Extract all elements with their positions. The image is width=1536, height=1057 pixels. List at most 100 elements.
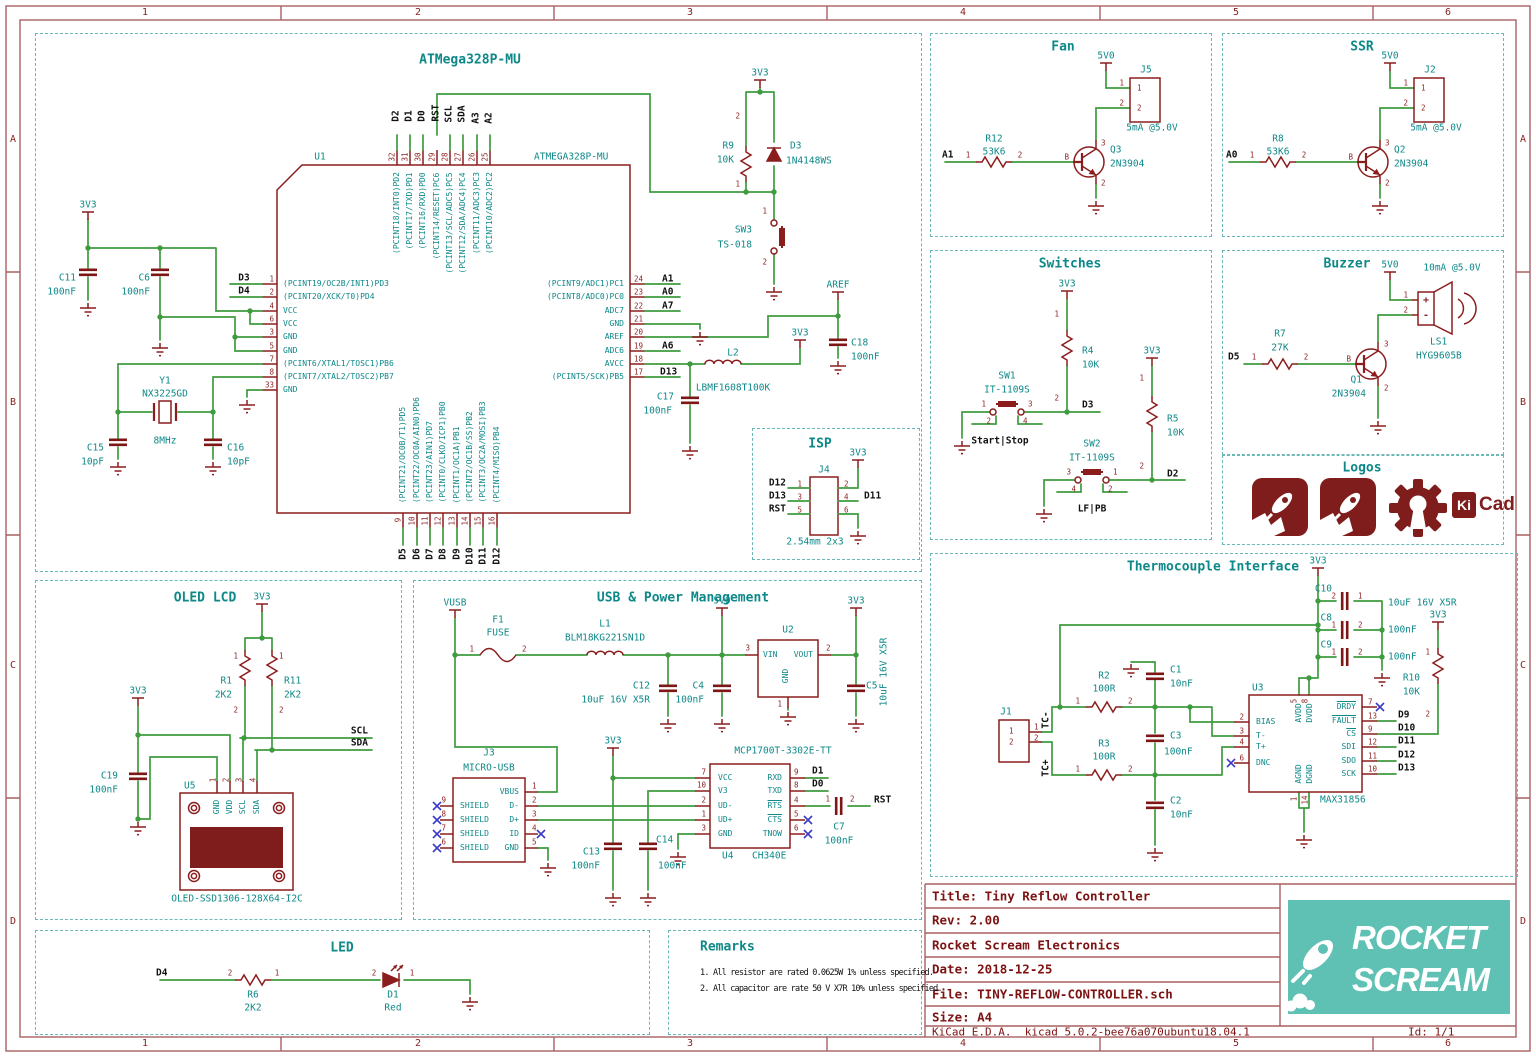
label-1: 1: [1421, 83, 1426, 93]
label-r5: R5: [1167, 413, 1179, 425]
label-1: 1: [141, 7, 149, 18]
label-1: 1: [1009, 726, 1014, 736]
label-2: 2: [1421, 103, 1426, 113]
label-c5: C5: [866, 680, 878, 692]
label-logos: Logos: [1342, 460, 1382, 476]
titleblock-sheet-id: Id: 1/1: [1408, 1025, 1455, 1039]
label-a0: A0: [1226, 149, 1238, 161]
label-gnd: GND: [781, 668, 790, 684]
label-7: 7: [1368, 697, 1373, 707]
label-25: 25: [480, 152, 490, 162]
label-atmega328p-mu: ATMega328P-MU: [419, 52, 521, 68]
label-c3: C3: [1170, 730, 1182, 742]
label-26: 26: [467, 152, 477, 162]
label-j2: J2: [1424, 64, 1436, 76]
label-5v0: 5V0: [1381, 50, 1399, 62]
label-4: 4: [1239, 737, 1244, 747]
label-3: 3: [797, 492, 802, 502]
label-100nf: 100nF: [89, 784, 118, 796]
label-remarks: Remarks: [700, 939, 755, 955]
label-ud+: UD+: [718, 815, 733, 824]
label-ch340e: CH340E: [752, 850, 787, 862]
label-100nf: 100nF: [675, 694, 704, 706]
label-100r: 100R: [1092, 751, 1116, 763]
label-usb-power-management: USB & Power Management: [596, 590, 770, 606]
label-13: 13: [447, 516, 457, 526]
label-1: 1: [1403, 290, 1408, 300]
label-d6: D6: [411, 548, 423, 560]
label--: -: [1422, 310, 1430, 321]
label-r3: R3: [1098, 738, 1110, 750]
label--pcint6-xtal1-tosc1-pb6: (PCINT6/XTAL1/TOSC1)PB6: [283, 359, 394, 368]
label-vdd: VDD: [225, 799, 234, 815]
label-2: 2: [1239, 712, 1244, 722]
label-thermocouple-interface: Thermocouple Interface: [1126, 559, 1300, 575]
label-5ma-5.0v: 5mA @5.0V: [1410, 122, 1462, 134]
label-1: 1: [1249, 150, 1255, 160]
label--pcint10-adc2-pc2: (PCINT10/ADC2)PC2: [485, 172, 494, 254]
label-3v3: 3V3: [79, 199, 97, 211]
label-gnd: GND: [718, 829, 733, 838]
label-2: 2: [1108, 484, 1113, 494]
label-5v0: 5V0: [1097, 50, 1115, 62]
label-d1: D1: [403, 110, 415, 122]
label-vout: VOUT: [793, 650, 813, 659]
label-r1: R1: [220, 675, 232, 687]
label-sda: SDA: [456, 105, 468, 123]
label-c2: C2: [1170, 795, 1182, 807]
label-22: 22: [634, 301, 644, 311]
label-1: 1: [532, 781, 537, 791]
label-5: 5: [797, 505, 802, 515]
label--pcint0-clko-icp1-pb0: (PCINT0/CLKO/ICP1)PB0: [438, 401, 447, 503]
label-14: 14: [460, 516, 470, 526]
label-d8: D8: [437, 548, 449, 560]
label-2k2: 2K2: [244, 1002, 262, 1014]
label-5: 5: [794, 809, 799, 819]
label-2: 2: [233, 705, 238, 715]
label-d13: D13: [660, 366, 678, 378]
label-2: 2: [850, 794, 855, 804]
label-a: A: [9, 134, 17, 145]
label-2: 2: [1403, 305, 1408, 315]
sheet-frame-lines: [5, 5, 1531, 1052]
label-1: 1: [735, 179, 740, 189]
label-2: 2: [1034, 733, 1039, 743]
label-r4: R4: [1082, 345, 1094, 357]
label-3v3: 3V3: [751, 67, 769, 79]
label-q3: Q3: [1110, 144, 1122, 156]
label-dvdd: DVDD: [1305, 703, 1314, 723]
label--pcint5-sck-pb5: (PCINT5/SCK)PB5: [551, 372, 624, 381]
label-6: 6: [794, 823, 799, 833]
label-nx3225gd: NX3225GD: [142, 388, 188, 400]
label-d12: D12: [491, 547, 503, 565]
label-5ma-5.0v: 5mA @5.0V: [1126, 122, 1178, 134]
label-aref: AREF: [604, 332, 624, 341]
label-r9: R9: [722, 140, 734, 152]
label-gnd: GND: [283, 332, 298, 341]
label-23: 23: [634, 287, 644, 297]
label-c15: C15: [86, 442, 104, 454]
label-l1: L1: [599, 618, 611, 630]
label-scl: SCL: [350, 725, 368, 737]
label-c: C: [9, 660, 17, 671]
label-3: 3: [1239, 726, 1244, 736]
label-sda: SDA: [350, 737, 368, 749]
label-1: 1: [1137, 83, 1142, 93]
label-ts-018: TS-018: [717, 239, 752, 251]
label-c11: C11: [58, 272, 76, 284]
label-5: 5: [1232, 7, 1240, 18]
label-d12: D12: [1398, 749, 1416, 761]
label-j4: J4: [818, 464, 830, 476]
label-2: 2: [1403, 98, 1408, 108]
label-10ma-5.0v: 10mA @5.0V: [1423, 262, 1481, 274]
label-7: 7: [269, 354, 274, 364]
label-3v3: 3V3: [1143, 345, 1161, 357]
label-53k6: 53K6: [982, 146, 1006, 158]
label-f1: F1: [492, 614, 504, 626]
label-2: 2: [1331, 591, 1336, 601]
label-d13: D13: [1398, 762, 1416, 774]
label-2: 2: [1139, 461, 1144, 471]
label-fuse: FUSE: [486, 627, 510, 639]
label-d4: D4: [156, 967, 168, 979]
label-5: 5: [1289, 698, 1299, 704]
